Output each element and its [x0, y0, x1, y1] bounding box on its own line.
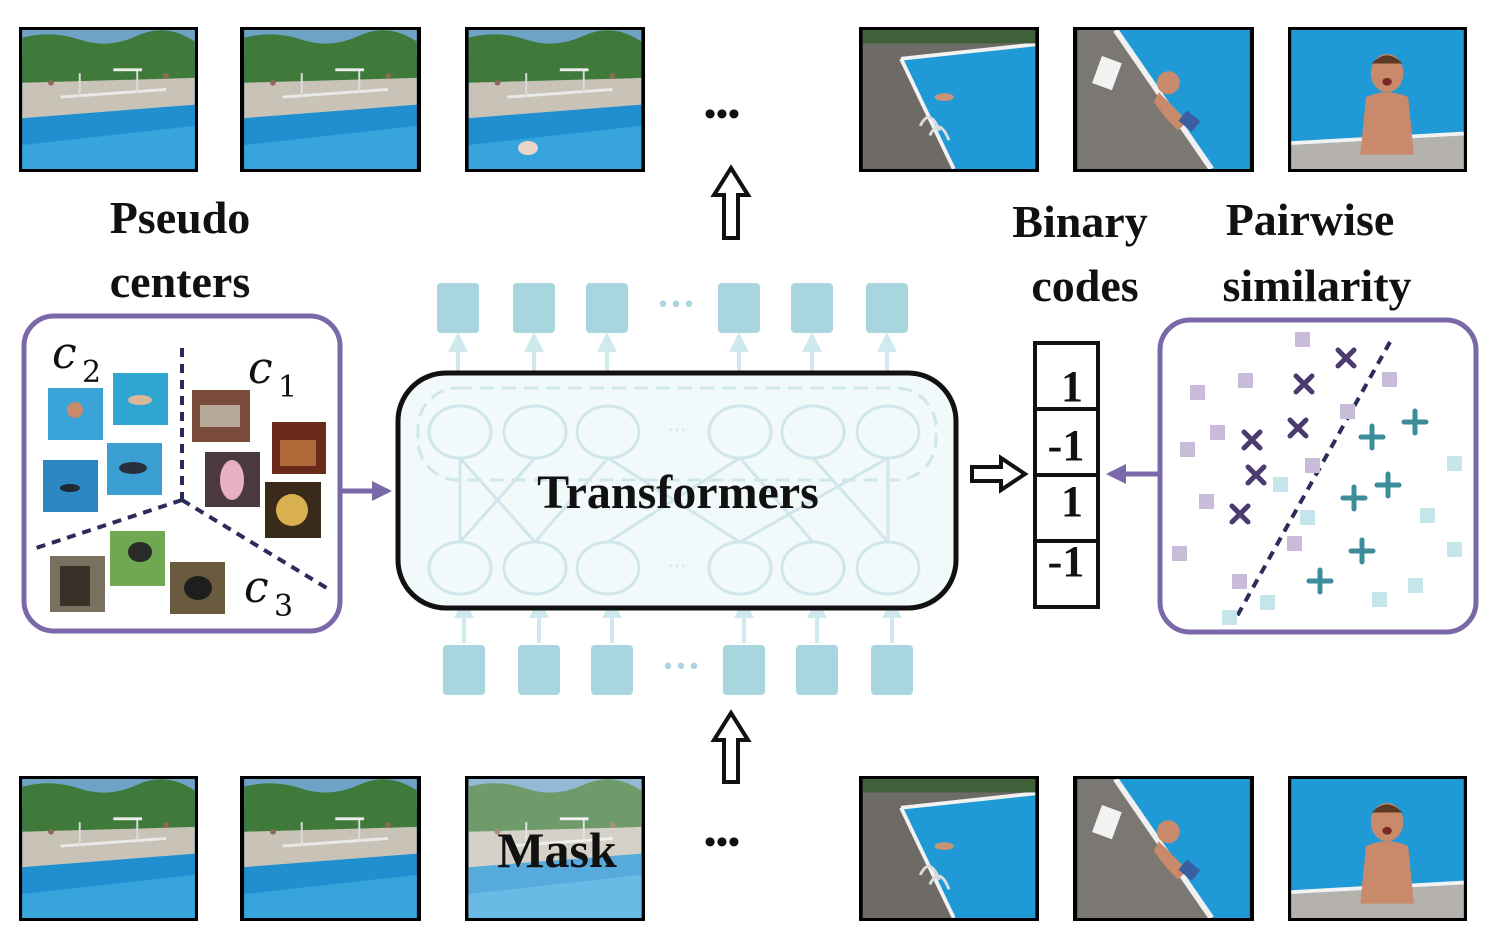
svg-text:3: 3	[274, 589, 293, 624]
bottom-frame-1	[19, 776, 198, 921]
svg-text:•••: •••	[662, 655, 701, 680]
input-token-row: •••	[443, 645, 913, 695]
pairwise-label-line1: Pairwise	[1226, 194, 1395, 245]
lavender-points	[1172, 332, 1397, 589]
svg-text:···: ···	[667, 554, 686, 578]
code-bit-4: -1	[1048, 537, 1085, 586]
bottom-frame-2	[240, 776, 421, 921]
top-frame-5	[1073, 27, 1254, 172]
center-c1-label: c 1	[248, 343, 297, 405]
top-frame-1	[19, 27, 198, 172]
top-frame-4	[859, 27, 1039, 172]
bottom-frame-3-masked: Mask	[465, 776, 645, 921]
bottom-ellipsis: •••	[704, 824, 740, 861]
svg-text:2: 2	[82, 355, 101, 390]
svg-text:···: ···	[667, 418, 686, 442]
plus-marker-icon	[1306, 408, 1429, 595]
binary-code-vector: 1 -1 1 -1	[1033, 341, 1100, 609]
bottom-frame-6	[1288, 776, 1467, 921]
bottom-frame-row: Mask •••	[19, 776, 1467, 921]
cross-marker-icon	[1229, 347, 1357, 525]
pairwise-label-line2: similarity	[1222, 260, 1411, 311]
outlined-up-arrow-icon	[710, 709, 752, 784]
code-bit-3: 1	[1061, 477, 1083, 526]
teal-points	[1222, 456, 1462, 625]
top-frame-3	[465, 27, 645, 172]
transformers-label: Transformers	[537, 466, 819, 519]
center-c3-label: c 3	[244, 562, 293, 624]
svg-text:1: 1	[278, 370, 297, 405]
pseudo-centers-label-line1: Pseudo	[110, 192, 251, 243]
output-token-row: •••	[437, 283, 908, 333]
transformer-block: ••• •••	[395, 283, 959, 695]
top-ellipsis: •••	[704, 96, 740, 133]
center-c2-label: c 2	[52, 328, 101, 390]
code-bit-1: 1	[1061, 362, 1083, 411]
binary-codes-label-line1: Binary	[1012, 196, 1147, 247]
svg-text:c: c	[52, 328, 77, 379]
svg-text:•••: •••	[657, 293, 696, 318]
bottom-frame-4	[859, 776, 1039, 921]
top-frame-2	[240, 27, 421, 172]
pairwise-similarity-panel	[1157, 317, 1479, 635]
svg-text:c: c	[244, 562, 269, 613]
top-frame-6	[1288, 27, 1467, 172]
bottom-frame-5	[1073, 776, 1254, 921]
pseudo-centers-panel: c 2 c 1 c 3	[21, 313, 343, 634]
mask-label: Mask	[497, 822, 617, 878]
outlined-right-arrow-icon	[970, 454, 1029, 494]
top-frame-row: •••	[19, 27, 1467, 172]
binary-codes-label-line2: codes	[1031, 260, 1138, 311]
svg-text:c: c	[248, 343, 273, 394]
code-bit-2: -1	[1048, 421, 1085, 470]
pseudo-centers-label-line2: centers	[110, 256, 250, 307]
outlined-up-arrow-icon	[710, 164, 752, 240]
